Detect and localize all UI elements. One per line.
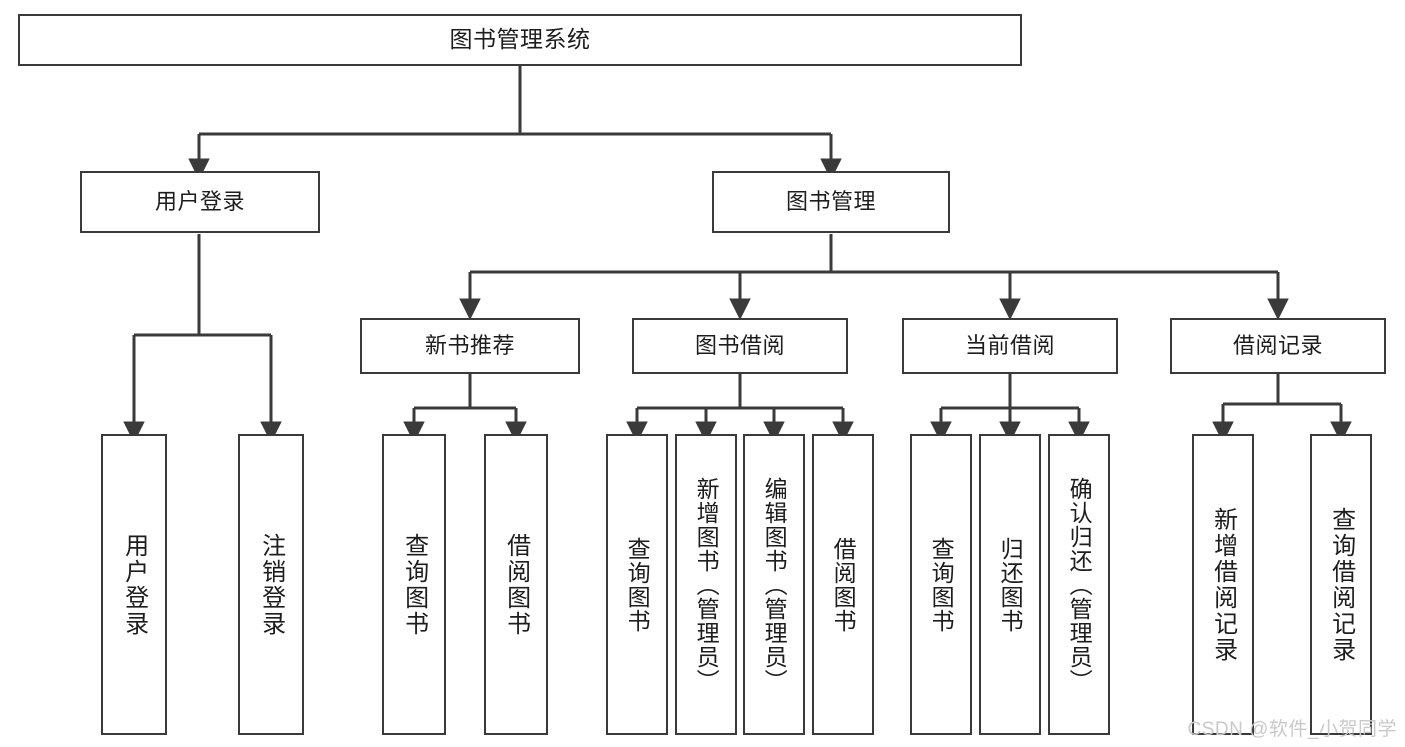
node-leaf-user-login[interactable]: 用户登录 [101, 434, 167, 735]
node-root[interactable]: 图书管理系统 [18, 14, 1022, 66]
node-leaf-query-book-cb[interactable]: 查询图书 [910, 434, 972, 735]
node-new-book-label: 新书推荐 [424, 332, 515, 358]
node-leaf-query-record-label: 查询借阅记录 [1327, 506, 1355, 663]
node-leaf-add-book-label: 新增图书（管理员） [693, 476, 720, 693]
node-book-manage[interactable]: 图书管理 [712, 171, 950, 233]
node-book-manage-label: 图书管理 [785, 188, 876, 214]
node-leaf-query-book-bb-label: 查询图书 [624, 536, 651, 633]
node-new-book[interactable]: 新书推荐 [360, 318, 580, 374]
node-leaf-confirm-return[interactable]: 确认归还（管理员） [1048, 434, 1110, 735]
node-leaf-borrow-book-bb-label: 借阅图书 [830, 536, 857, 633]
node-user-login[interactable]: 用户登录 [80, 171, 320, 233]
node-leaf-edit-book-label: 编辑图书（管理员） [761, 476, 788, 693]
node-leaf-query-book-nb-label: 查询图书 [400, 532, 428, 637]
node-leaf-edit-book[interactable]: 编辑图书（管理员） [743, 434, 805, 735]
node-leaf-logout[interactable]: 注销登录 [238, 434, 304, 735]
node-leaf-borrow-book-nb[interactable]: 借阅图书 [484, 434, 548, 735]
node-leaf-add-book[interactable]: 新增图书（管理员） [675, 434, 737, 735]
node-leaf-user-login-label: 用户登录 [120, 532, 148, 637]
node-book-borrow[interactable]: 图书借阅 [632, 318, 848, 374]
node-book-borrow-label: 图书借阅 [694, 332, 785, 358]
node-borrow-record[interactable]: 借阅记录 [1170, 318, 1386, 374]
node-root-label: 图书管理系统 [449, 26, 591, 53]
node-leaf-query-book-bb[interactable]: 查询图书 [606, 434, 668, 735]
node-current-borrow-label: 当前借阅 [964, 332, 1055, 358]
node-borrow-record-label: 借阅记录 [1232, 332, 1323, 358]
node-user-login-label: 用户登录 [154, 188, 245, 214]
node-current-borrow[interactable]: 当前借阅 [902, 318, 1118, 374]
node-leaf-add-record-label: 新增借阅记录 [1209, 506, 1237, 663]
node-leaf-query-book-nb[interactable]: 查询图书 [382, 434, 446, 735]
node-leaf-logout-label: 注销登录 [257, 532, 285, 637]
node-leaf-return-book-label: 归还图书 [997, 536, 1024, 633]
node-leaf-query-book-cb-label: 查询图书 [928, 536, 955, 633]
node-leaf-add-record[interactable]: 新增借阅记录 [1192, 434, 1254, 735]
node-leaf-return-book[interactable]: 归还图书 [979, 434, 1041, 735]
node-leaf-borrow-book-bb[interactable]: 借阅图书 [812, 434, 874, 735]
node-leaf-query-record[interactable]: 查询借阅记录 [1310, 434, 1372, 735]
watermark: CSDN @软件_小贺同学 [1187, 719, 1397, 740]
node-leaf-confirm-return-label: 确认归还（管理员） [1066, 476, 1093, 693]
node-leaf-borrow-book-nb-label: 借阅图书 [502, 532, 530, 637]
